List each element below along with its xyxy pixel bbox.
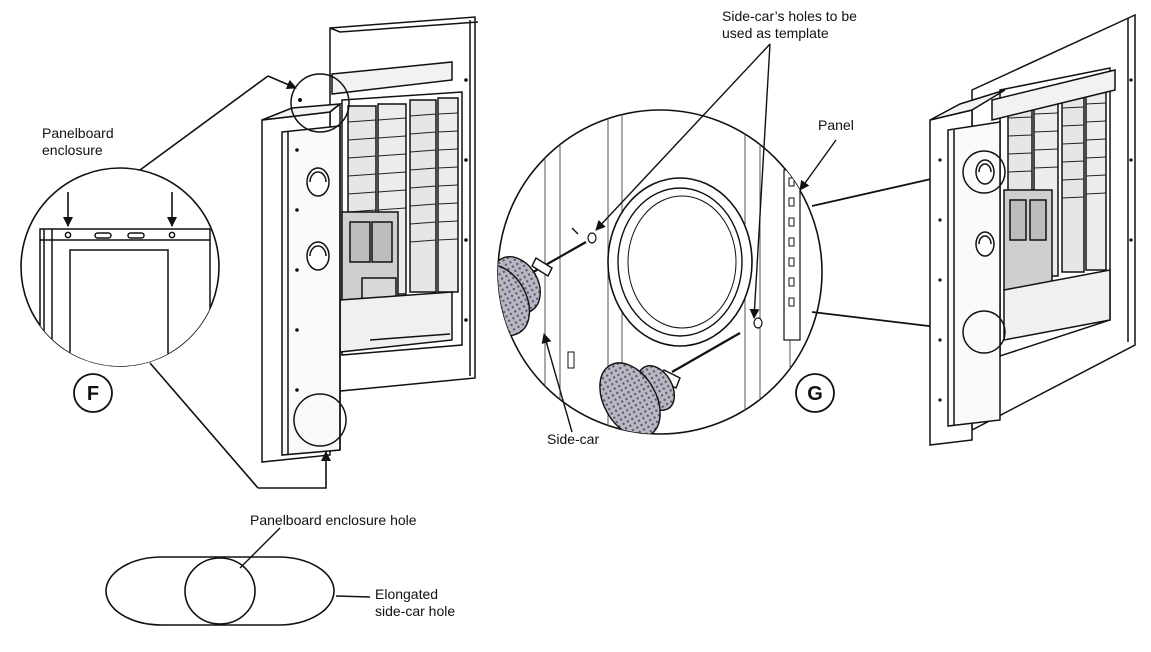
label-template-holes: Side-car’s holes to be used as template: [722, 8, 857, 42]
assembled-panel-drawing: [929, 13, 1136, 446]
label-elongated-hole: Elongated side-car hole: [375, 586, 455, 620]
screwdriver-lower: [599, 332, 741, 434]
label-panelboard-enclosure-line2: enclosure: [42, 142, 103, 158]
hole-leader-lines: [239, 527, 371, 598]
detail-magnifier-g: [497, 109, 823, 435]
label-enclosure-hole: Panelboard enclosure hole: [250, 512, 417, 528]
label-panelboard-enclosure-line1: Panelboard: [42, 125, 114, 141]
badge-f-text: F: [87, 383, 99, 405]
label-panel: Panel: [818, 117, 854, 133]
label-elongated-hole-line2: side-car hole: [375, 603, 456, 619]
f-leader-lines: [139, 75, 331, 489]
label-side-car: Side-car: [547, 431, 600, 447]
badge-f: F: [73, 373, 113, 413]
hole-alignment-detail: [105, 556, 335, 626]
label-template-holes-line1: Side-car’s holes to be: [722, 8, 857, 24]
badge-g-text: G: [807, 383, 823, 405]
badge-g: G: [795, 373, 835, 413]
label-template-holes-line2: used as template: [722, 25, 829, 41]
panelboard-enclosure-drawing: [261, 16, 479, 463]
panelboard-enclosure-hole: [184, 557, 256, 625]
label-panelboard-enclosure: Panelboard enclosure: [42, 125, 114, 159]
g-leader-lines: [541, 43, 837, 433]
label-elongated-hole-line1: Elongated: [375, 586, 439, 602]
detail-magnifier-f: [20, 167, 220, 367]
